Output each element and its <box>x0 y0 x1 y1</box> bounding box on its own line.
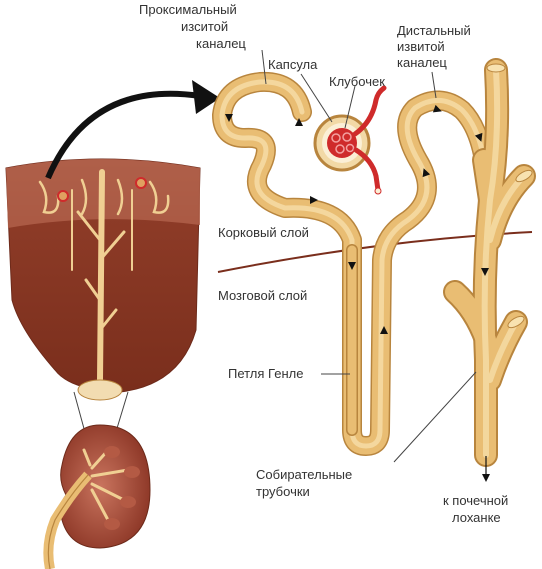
label-proximal-line1: Проксимальный <box>139 2 237 17</box>
label-capsule: Капсула <box>268 57 318 72</box>
label-pelvis-line2: лоханке <box>452 510 501 525</box>
collecting-duct <box>443 58 536 467</box>
kidney-wedge <box>5 158 201 401</box>
nephron-tubule <box>212 71 494 456</box>
label-cortex: Корковый слой <box>218 225 309 240</box>
labels: Проксимальный изситой каналец Капсула Кл… <box>139 2 508 525</box>
label-henle-loop: Петля Генле <box>228 366 303 381</box>
label-proximal-line2: изситой <box>181 19 228 34</box>
label-glomerulus: Клубочек <box>329 74 385 89</box>
label-distal-line1: Дистальный <box>397 23 471 38</box>
leader-lines <box>261 49 477 463</box>
pelvis-arrow <box>482 456 490 482</box>
label-proximal-line3: каналец <box>196 36 246 51</box>
label-distal-line2: извитой <box>397 39 445 54</box>
glomerulus <box>327 85 387 195</box>
label-medulla: Мозговой слой <box>218 288 307 303</box>
label-collecting-line2: трубочки <box>256 484 310 499</box>
label-collecting-line1: Собирательные <box>256 467 352 482</box>
flow-arrows <box>225 104 489 334</box>
label-distal-line3: каналец <box>397 55 447 70</box>
label-pelvis-line1: к почечной <box>443 493 508 508</box>
zoom-arrow <box>45 80 220 180</box>
kidney-small <box>43 424 151 569</box>
